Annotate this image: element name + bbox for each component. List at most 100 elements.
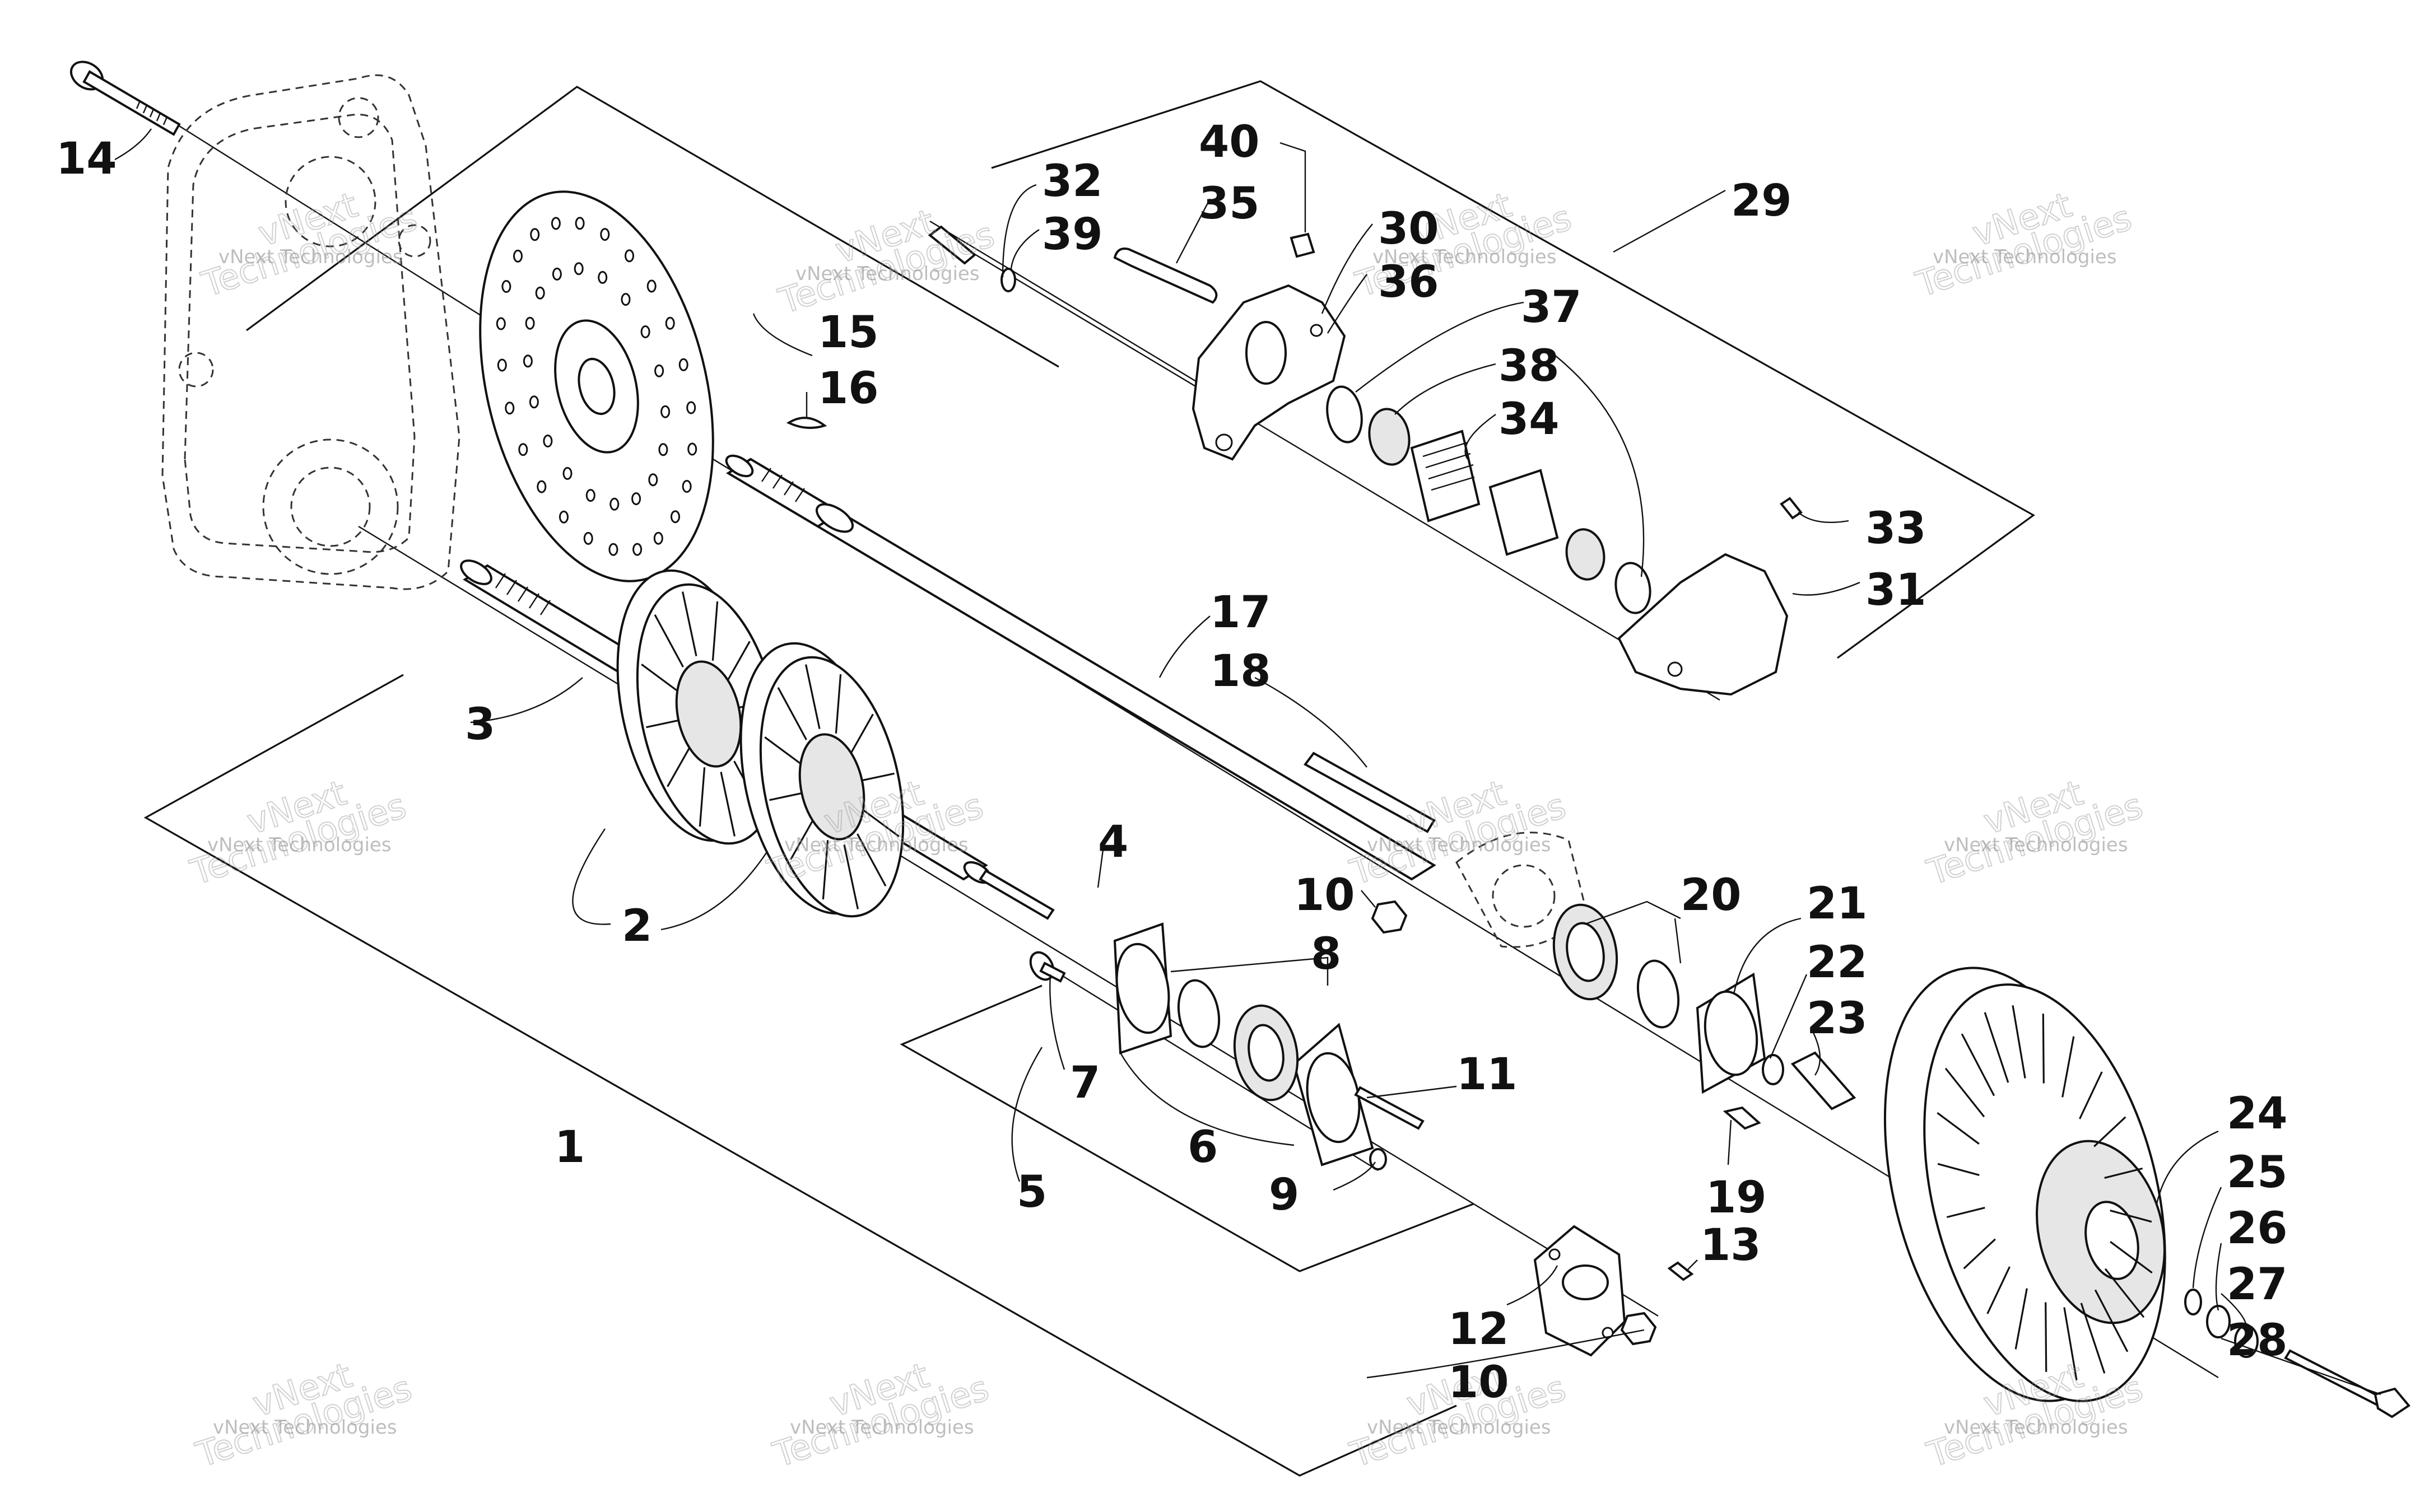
disc-vent-hole <box>600 228 610 241</box>
clutch-vane <box>1986 1266 2011 1314</box>
sprocket-spoke <box>790 820 813 860</box>
sprocket-spoke <box>720 772 736 837</box>
brake-disc <box>479 190 714 582</box>
bolt-19 <box>1723 1106 1761 1130</box>
disc-vent-hole <box>525 316 535 330</box>
callout-10a: 10 <box>1294 870 1355 921</box>
callout-31: 31 <box>1865 565 1926 615</box>
callout-32: 32 <box>1042 156 1103 207</box>
callout-33: 33 <box>1865 503 1926 554</box>
shaft-11 <box>1354 1086 1425 1130</box>
sprocket-spoke <box>646 719 680 729</box>
disc-vent-hole <box>529 395 539 409</box>
bearing-8 <box>1177 979 1299 1102</box>
bearing-20 <box>1552 903 1680 1029</box>
bolt-14 <box>70 60 181 136</box>
chaincase-housing <box>161 74 460 590</box>
sprocket-spoke <box>777 687 807 740</box>
pin-35 <box>1113 248 1218 304</box>
disc-vent-hole <box>621 293 631 306</box>
callout-12: 12 <box>1448 1304 1509 1355</box>
callout-20: 20 <box>1681 870 1742 921</box>
callout-24: 24 <box>2227 1089 2288 1139</box>
bolt-7 <box>1029 951 1066 983</box>
clutch-vane <box>1937 1163 1980 1176</box>
sprocket-spoke <box>863 809 900 837</box>
clutch-vane <box>2093 1116 2126 1147</box>
callout-11: 11 <box>1456 1049 1518 1100</box>
callout-10b: 10 <box>1448 1357 1509 1408</box>
clutch-vane <box>2061 1036 2075 1098</box>
callout-labels: 1 2 3 4 5 6 7 8 9 10 10 11 12 13 14 15 1… <box>56 117 2288 1408</box>
disc-vent-hole <box>687 442 697 456</box>
disc-vent-hole <box>543 435 553 447</box>
callout-34: 34 <box>1498 394 1560 445</box>
callout-4: 4 <box>1098 817 1128 867</box>
callout-38: 38 <box>1498 341 1560 391</box>
callout-37: 37 <box>1521 282 1582 333</box>
disc-vent-hole <box>497 358 507 372</box>
callout-1: 1 <box>555 1122 585 1173</box>
bleeder-40 <box>1290 232 1315 258</box>
callout-23: 23 <box>1807 993 1868 1044</box>
axis-caliper <box>952 240 1720 701</box>
watermark-text: vNext Technologies <box>795 263 980 285</box>
disc-vent-hole <box>559 510 569 524</box>
sprocket-spoke <box>711 601 719 661</box>
sprocket-spoke <box>835 674 842 734</box>
axis-caliper-bolt <box>929 220 1233 404</box>
disc-vent-hole <box>654 364 664 377</box>
watermark-text: vNext Technologies <box>213 1416 397 1439</box>
callout-8: 8 <box>1311 929 1341 979</box>
clutch-vane <box>2012 1005 2026 1079</box>
clutch-vane <box>2104 1167 2143 1179</box>
caliper-body-30 <box>1192 284 1346 461</box>
watermark-text: vNext Technologies <box>207 834 392 856</box>
sprocket-spoke <box>727 641 751 680</box>
disc-vent-hole <box>575 217 585 230</box>
sprocket-spoke <box>861 772 895 782</box>
caliper-body-31 <box>1617 553 1789 696</box>
callout-27: 27 <box>2227 1259 2288 1310</box>
sprocket-spoke <box>769 792 803 801</box>
disc-vent-hole <box>496 317 506 330</box>
disc-vent-hole <box>551 217 561 230</box>
clutch-vane <box>1963 1238 1996 1270</box>
drive-sprocket-right <box>739 642 905 918</box>
group-29-bracket <box>991 80 2035 659</box>
callout-25: 25 <box>2227 1147 2288 1198</box>
disc-vent-hole <box>640 325 650 338</box>
disc-vent-hole <box>608 543 618 556</box>
callout-2: 2 <box>622 901 652 951</box>
callout-6: 6 <box>1188 1122 1218 1173</box>
bolt-4 <box>979 869 1055 920</box>
callout-7: 7 <box>1070 1058 1100 1108</box>
washer-26 <box>2206 1305 2231 1338</box>
sprocket-spoke <box>764 736 801 764</box>
callout-5: 5 <box>1017 1167 1047 1217</box>
clutch-vane <box>1937 1112 1980 1145</box>
callout-26: 26 <box>2227 1203 2288 1254</box>
disc-vent-hole <box>518 443 528 456</box>
disc-vent-hole <box>583 531 593 545</box>
washer-25 <box>2184 1289 2202 1315</box>
clutch-vane <box>2104 1268 2145 1318</box>
driven-clutch <box>1883 967 2166 1402</box>
sprocket-spoke <box>699 767 706 827</box>
disc-vent-hole <box>632 543 643 556</box>
callout-36: 36 <box>1378 257 1439 307</box>
disc-vent-hole <box>646 279 657 293</box>
clutch-vane <box>2014 1288 2028 1350</box>
disc-vent-hole <box>598 270 608 284</box>
sprocket-spoke <box>857 833 887 887</box>
disc-vent-hole <box>653 531 663 545</box>
disc-vent-hole <box>505 402 515 415</box>
callout-3: 3 <box>465 699 495 750</box>
disc-vent-hole <box>682 480 692 493</box>
callout-19: 19 <box>1706 1173 1767 1223</box>
disc-vent-hole <box>574 262 584 276</box>
spacer-23 <box>1790 1051 1856 1110</box>
watermark-text: vNext Technologies <box>1933 246 2117 268</box>
